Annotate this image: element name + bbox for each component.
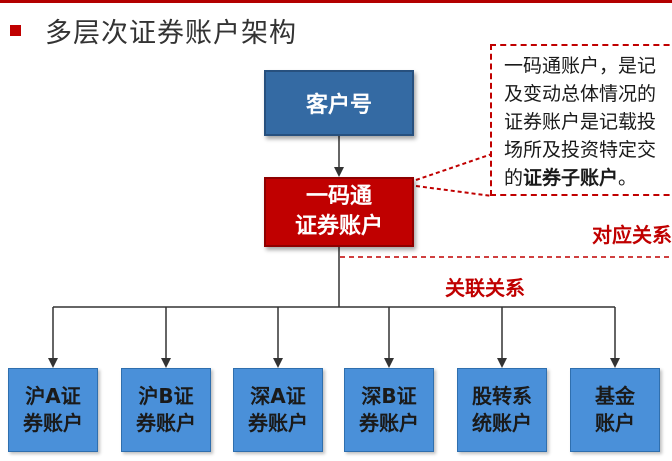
sz-a-label-line1: 深A证 — [250, 384, 306, 408]
sh-b-label-line1: 沪B证 — [138, 384, 194, 408]
sz-a-account-node: 深A证券账户 — [233, 368, 323, 452]
neeq-label-line1: 股转系 — [472, 384, 532, 408]
callout-pointer-upper — [415, 153, 493, 181]
sh-a-label-line1: 沪A证 — [25, 384, 81, 408]
corresponding-relation-label: 对应关系 — [592, 223, 672, 247]
fund-label-line2: 账户 — [595, 411, 635, 435]
callout-pointer-lower — [415, 185, 493, 197]
sz-a-label-line2: 券账户 — [248, 411, 308, 435]
callout-line-3: 证券账户是记载投 — [504, 111, 657, 133]
fund-account-node: 基金账户 — [570, 368, 660, 452]
top-rule — [0, 0, 672, 3]
yimatong-account-node: 一码通 证券账户 — [264, 177, 414, 247]
callout-line-5-suffix: 。 — [618, 167, 638, 189]
callout-line-1: 一码通账户，是记 — [504, 55, 657, 77]
neeq-label-line2: 统账户 — [472, 411, 532, 435]
customer-number-node: 客户号 — [264, 70, 414, 136]
customer-number-label: 客户号 — [305, 93, 372, 118]
callout-line-2: 及变动总体情况的 — [504, 83, 657, 105]
callout-line-5-prefix: 的 — [504, 167, 524, 189]
sz-b-account-node: 深B证券账户 — [344, 368, 434, 452]
page-title: 多层次证券账户架构 — [45, 17, 297, 49]
sh-b-label-line2: 券账户 — [136, 411, 196, 435]
title-bar: 多层次证券账户架构 — [10, 12, 297, 49]
fund-label-line1: 基金 — [595, 384, 635, 408]
yimatong-label-line2: 证券账户 — [294, 214, 383, 239]
sh-b-account-node: 沪B证券账户 — [121, 368, 211, 452]
callout-line-5: 的证券子账户。 — [504, 164, 672, 192]
sh-a-label-line2: 券账户 — [23, 411, 83, 435]
yimatong-label-line1: 一码通 — [305, 184, 372, 209]
callout-line-4: 场所及投资特定交 — [504, 139, 657, 161]
title-bullet — [10, 24, 21, 36]
sz-b-label-line1: 深B证 — [361, 384, 417, 408]
sz-b-label-line2: 券账户 — [359, 411, 419, 435]
callout-line-5-bold: 证券子账户 — [523, 167, 619, 189]
explanation-callout: 一码通账户，是记 及变动总体情况的 证券账户是记载投 场所及投资特定交 的证券子… — [490, 44, 672, 196]
association-relation-label: 关联关系 — [445, 276, 525, 300]
neeq-account-node: 股转系统账户 — [457, 368, 547, 452]
sh-a-account-node: 沪A证券账户 — [8, 368, 98, 452]
